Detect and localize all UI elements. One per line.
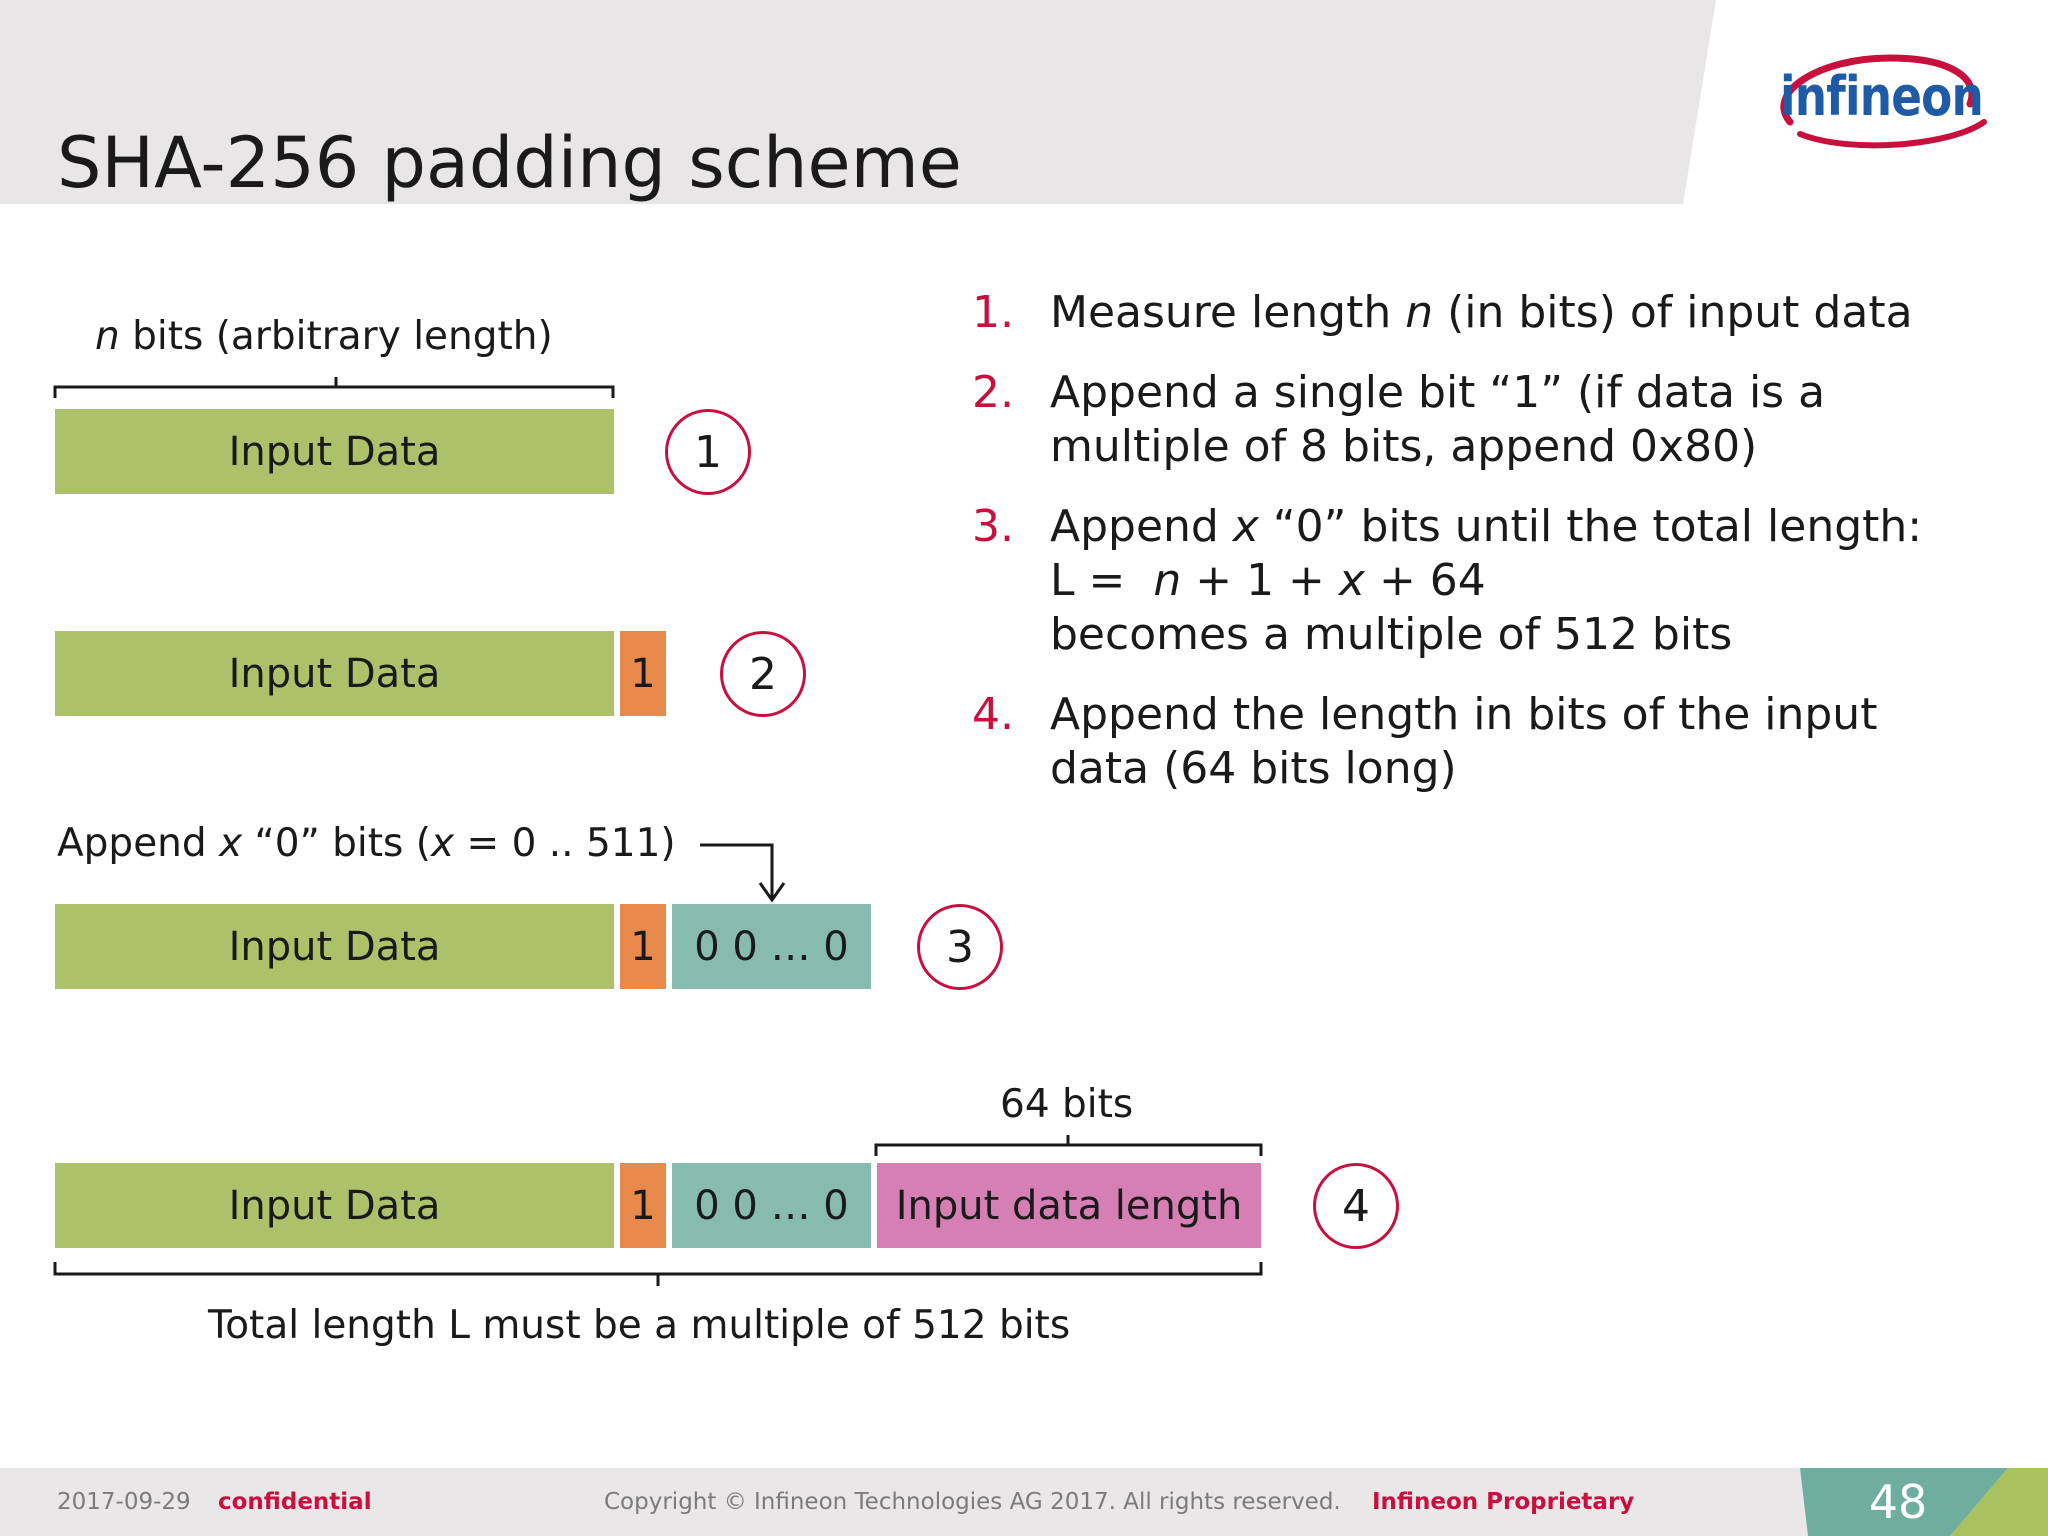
infineon-logo <box>1780 54 1987 149</box>
row4-one-bit: 1 <box>620 1163 666 1248</box>
steps-list: 1. Measure length n (in bits) of input d… <box>972 286 2022 822</box>
step-text: + 64 <box>1364 555 1486 606</box>
append-arrow-head <box>758 882 786 903</box>
total-length-label: Total length L must be a multiple of 512… <box>208 1303 1071 1348</box>
top-brace-var: n <box>95 314 120 359</box>
row3-input-data: Input Data <box>55 904 614 989</box>
step-var: n <box>1153 555 1182 606</box>
row2-input-data: Input Data <box>55 631 614 716</box>
step-text: L = <box>1050 555 1154 606</box>
footer-copyright: Copyright © Infineon Technologies AG 201… <box>604 1489 1341 1515</box>
title-band <box>0 0 1716 204</box>
step-line: becomes a multiple of 512 bits <box>1050 609 1733 660</box>
step-item-1: 1. Measure length n (in bits) of input d… <box>972 286 2022 340</box>
row4-zero-bits: 0 0 … 0 <box>672 1163 871 1248</box>
length-field-brace <box>874 1135 1263 1156</box>
append-label-var: x <box>219 821 243 866</box>
step-line: Append x “0” bits until the total length… <box>1050 500 2022 554</box>
step-item-4: 4. Append the length in bits of the inpu… <box>972 688 2022 796</box>
step-number: 4. <box>972 689 1014 740</box>
footer-classification: confidential <box>218 1489 372 1515</box>
page-number: 48 <box>1868 1475 1928 1529</box>
footer-band <box>0 1468 2048 1536</box>
step-marker-2: 2 <box>720 631 806 717</box>
row2-one-bit: 1 <box>620 631 666 716</box>
step-item-2: 2. Append a single bit “1” (if data is a… <box>972 366 2022 474</box>
step-marker-1: 1 <box>665 409 751 495</box>
input-length-brace <box>53 377 615 398</box>
row1-input-data: Input Data <box>55 409 614 494</box>
row3-one-bit: 1 <box>620 904 666 989</box>
step-var: x <box>1232 501 1259 552</box>
footer-corner-decoration <box>1800 1468 2048 1536</box>
total-length-brace <box>53 1262 1263 1286</box>
append-label-part: Append <box>57 821 220 866</box>
top-brace-text: bits (arbitrary length) <box>119 314 553 359</box>
row4-length-field: Input data length <box>877 1163 1261 1248</box>
step-marker-4: 4 <box>1313 1163 1399 1249</box>
step-number: 1. <box>972 287 1014 338</box>
append-arrow-line <box>700 843 774 898</box>
append-label-part: = 0 .. 511) <box>454 821 676 866</box>
append-label: Append x “0” bits (x = 0 .. 511) <box>57 819 676 869</box>
append-label-part: “0” bits ( <box>242 821 431 866</box>
step-text: + 1 + <box>1181 555 1339 606</box>
step-text: (in bits) of input data <box>1433 287 1913 338</box>
row4-input-data: Input Data <box>55 1163 614 1248</box>
step-line: data (64 bits long) <box>1050 743 1457 794</box>
step-formula-line: L = n + 1 + x + 64 <box>1050 554 2022 608</box>
step-marker-3: 3 <box>917 904 1003 990</box>
step-line: multiple of 8 bits, append 0x80) <box>1050 421 1758 472</box>
page-title: SHA-256 padding scheme <box>57 122 962 204</box>
footer-proprietary: Infineon Proprietary <box>1372 1489 1635 1515</box>
step-number: 3. <box>972 501 1014 552</box>
step-text: “0” bits until the total length: <box>1258 501 1923 552</box>
step-text: Append <box>1050 501 1233 552</box>
step-number: 2. <box>972 367 1014 418</box>
append-label-var: x <box>431 821 455 866</box>
top-brace-label: n bits (arbitrary length) <box>95 312 553 362</box>
length-brace-label: 64 bits <box>1000 1082 1134 1127</box>
step-text: Measure length <box>1050 287 1406 338</box>
step-item-3: 3. Append x “0” bits until the total len… <box>972 500 2022 662</box>
step-var: x <box>1338 555 1365 606</box>
footer-date: 2017-09-29 <box>57 1489 191 1515</box>
step-line: Measure length n (in bits) of input data <box>1050 286 2022 340</box>
step-line: Append the length in bits of the input <box>1050 689 1878 740</box>
logo-text: infineon <box>1780 65 1984 128</box>
row3-zero-bits: 0 0 … 0 <box>672 904 871 989</box>
step-var: n <box>1405 287 1434 338</box>
step-line: Append a single bit “1” (if data is a <box>1050 367 1826 418</box>
